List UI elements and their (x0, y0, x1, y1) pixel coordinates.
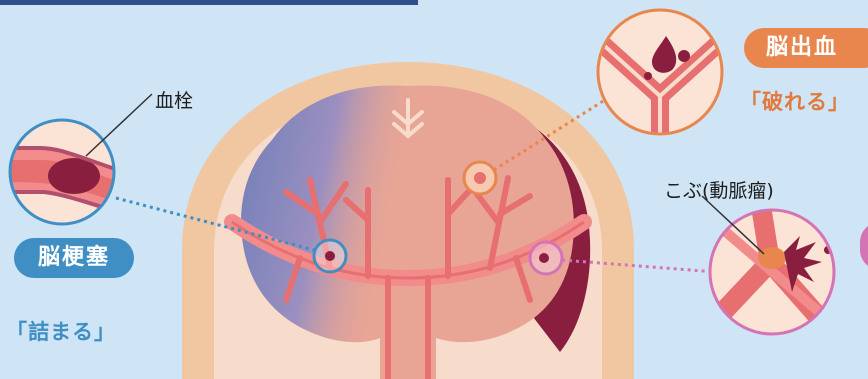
aneurysm-sac (758, 247, 786, 269)
infarction-title: 脳梗塞 (14, 238, 134, 278)
infarction-subtitle: 「詰まる」 (6, 316, 116, 346)
clot-callout (0, 94, 152, 224)
clot-label: 血栓 (155, 86, 193, 113)
hemorrhage-subtitle: 「破れる」 (740, 86, 850, 116)
aneurysm-label: こぶ(動脈瘤) (664, 176, 774, 203)
clot-blob (48, 158, 100, 194)
hemorrhage-callout (598, 10, 722, 140)
aneurysm-callout (702, 196, 840, 334)
hemorrhage-title: 脳出血 (744, 28, 868, 68)
